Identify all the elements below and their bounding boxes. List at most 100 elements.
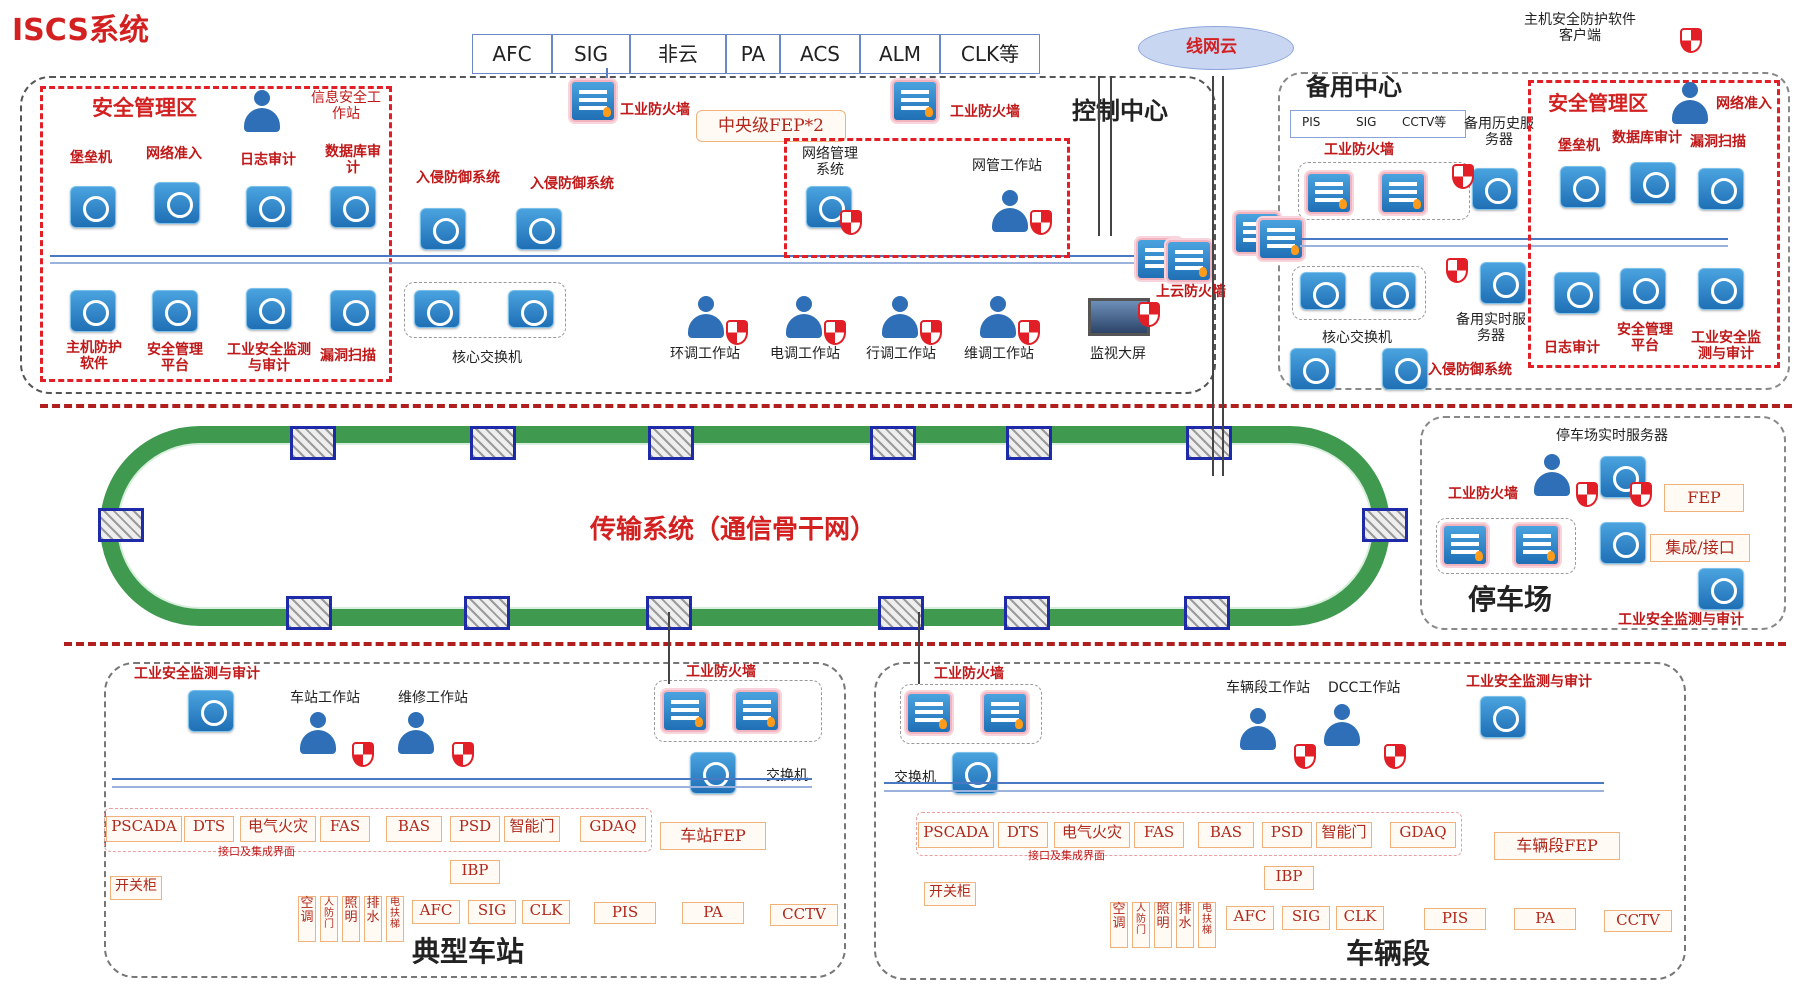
station-cctv[interactable]: CCTV bbox=[770, 904, 838, 926]
backup-ids-2-icon[interactable] bbox=[1382, 348, 1428, 390]
backup-hist-icon[interactable] bbox=[1472, 168, 1518, 210]
station-ibp[interactable]: IBP bbox=[450, 860, 500, 884]
vehicle-sub-door[interactable]: 智能门 bbox=[1316, 822, 1372, 848]
station-sub-pscada[interactable]: PSCADA bbox=[106, 816, 182, 842]
sec-platform-icon[interactable] bbox=[152, 290, 198, 332]
depot-fep[interactable]: FEP bbox=[1664, 484, 1744, 512]
station-clk[interactable]: CLK bbox=[522, 900, 570, 924]
vehicle-bas-light[interactable]: 照明 bbox=[1154, 902, 1172, 948]
vehicle-clk[interactable]: CLK bbox=[1336, 906, 1384, 930]
env-ws-icon[interactable] bbox=[684, 296, 730, 340]
backup-rt-icon[interactable] bbox=[1480, 262, 1526, 304]
vehicle-pa[interactable]: PA bbox=[1514, 908, 1576, 930]
station-sub-psd[interactable]: PSD bbox=[450, 816, 500, 842]
station-pis[interactable]: PIS bbox=[594, 902, 656, 924]
backup-core-2-icon[interactable] bbox=[1370, 272, 1416, 310]
vehicle-fep[interactable]: 车辆段FEP bbox=[1494, 832, 1620, 860]
transport-node[interactable] bbox=[290, 426, 336, 460]
firewall-2-icon[interactable] bbox=[892, 80, 938, 122]
station-fw-2-icon[interactable] bbox=[734, 690, 780, 732]
cloud-firewall-2-icon[interactable] bbox=[1166, 240, 1212, 282]
backup-vuln-icon[interactable] bbox=[1698, 168, 1744, 210]
vehicle-bas-drain[interactable]: 排水 bbox=[1176, 902, 1194, 948]
core-switch-1-icon[interactable] bbox=[414, 290, 460, 328]
depot-fw-2-icon[interactable] bbox=[1514, 524, 1560, 566]
station-sub-dts[interactable]: DTS bbox=[184, 816, 234, 842]
vehicle-cctv[interactable]: CCTV bbox=[1604, 910, 1672, 932]
transport-node[interactable] bbox=[870, 426, 916, 460]
vehicle-monitor-icon[interactable] bbox=[1480, 696, 1526, 738]
transport-node[interactable] bbox=[1362, 508, 1408, 542]
ids2-icon[interactable] bbox=[516, 208, 562, 250]
top-system-clk[interactable]: CLK等 bbox=[940, 34, 1040, 74]
vehicle-fw-2-icon[interactable] bbox=[982, 692, 1028, 734]
dispatch-ws-icon[interactable] bbox=[878, 296, 924, 340]
depot-switch-icon[interactable] bbox=[1600, 522, 1646, 564]
vehicle-bas-civil[interactable]: 人防门 bbox=[1132, 902, 1150, 948]
vehicle-sub-pscada[interactable]: PSCADA bbox=[918, 822, 994, 848]
backup-platform-icon[interactable] bbox=[1620, 268, 1666, 310]
station-bas-escalator[interactable]: 电扶梯 bbox=[386, 896, 404, 942]
backup-log-icon[interactable] bbox=[1554, 272, 1600, 314]
depot-integration[interactable]: 集成/接口 bbox=[1650, 534, 1750, 562]
vehicle-bas-ac[interactable]: 空调 bbox=[1110, 902, 1128, 948]
station-sub-fas[interactable]: FAS bbox=[320, 816, 370, 842]
host-protect-icon[interactable] bbox=[70, 290, 116, 332]
station-bas-drain[interactable]: 排水 bbox=[364, 896, 382, 942]
nms-workstation-icon[interactable] bbox=[988, 190, 1034, 234]
maint-ws-icon[interactable] bbox=[394, 712, 440, 756]
transport-node[interactable] bbox=[1006, 426, 1052, 460]
transport-node[interactable] bbox=[286, 596, 332, 630]
station-monitor-icon[interactable] bbox=[188, 690, 234, 732]
ids1-icon[interactable] bbox=[420, 208, 466, 250]
power-ws-icon[interactable] bbox=[782, 296, 828, 340]
station-sub-gdaq[interactable]: GDAQ bbox=[580, 816, 646, 842]
transport-node[interactable] bbox=[648, 426, 694, 460]
top-system-noncloud[interactable]: 非云 bbox=[630, 34, 726, 74]
station-sub-fire[interactable]: 电气火灾 bbox=[240, 816, 316, 842]
backup-monitor-icon[interactable] bbox=[1698, 268, 1744, 310]
backup-edge-fw-2-icon[interactable] bbox=[1258, 218, 1304, 260]
top-system-sig[interactable]: SIG bbox=[552, 34, 630, 74]
line-cloud[interactable] bbox=[1138, 26, 1294, 70]
vehicle-sub-fas[interactable]: FAS bbox=[1134, 822, 1184, 848]
station-sig[interactable]: SIG bbox=[468, 900, 516, 924]
backup-fortress-icon[interactable] bbox=[1560, 166, 1606, 208]
vehicle-sub-gdaq[interactable]: GDAQ bbox=[1390, 822, 1456, 848]
central-fep[interactable]: 中央级FEP*2 bbox=[696, 110, 846, 142]
transport-node[interactable] bbox=[1186, 426, 1232, 460]
top-system-pa[interactable]: PA bbox=[726, 34, 780, 74]
backup-fw-2-icon[interactable] bbox=[1380, 172, 1426, 214]
station-bas-light[interactable]: 照明 bbox=[342, 896, 360, 942]
dcc-ws-icon[interactable] bbox=[1320, 704, 1366, 748]
station-fep[interactable]: 车站FEP bbox=[660, 822, 766, 850]
vehicle-sig[interactable]: SIG bbox=[1282, 906, 1330, 930]
transport-node[interactable] bbox=[1004, 596, 1050, 630]
vehicle-afc[interactable]: AFC bbox=[1226, 906, 1274, 930]
backup-core-1-icon[interactable] bbox=[1300, 272, 1346, 310]
transport-node[interactable] bbox=[1184, 596, 1230, 630]
transport-node[interactable] bbox=[878, 596, 924, 630]
core-switch-2-icon[interactable] bbox=[508, 290, 554, 328]
top-system-afc[interactable]: AFC bbox=[472, 34, 552, 74]
db-audit-icon[interactable] bbox=[330, 186, 376, 228]
top-system-acs[interactable]: ACS bbox=[780, 34, 860, 74]
depot-fw-1-icon[interactable] bbox=[1442, 524, 1488, 566]
backup-nac-icon[interactable] bbox=[1668, 82, 1714, 126]
station-pa[interactable]: PA bbox=[682, 902, 744, 924]
vehicle-sub-bas[interactable]: BAS bbox=[1198, 822, 1254, 848]
depot-server-person-icon[interactable] bbox=[1530, 454, 1576, 498]
station-ws-icon[interactable] bbox=[296, 712, 342, 756]
transport-node[interactable] bbox=[470, 426, 516, 460]
station-sub-door[interactable]: 智能门 bbox=[504, 816, 560, 842]
vehicle-bas-escalator[interactable]: 电扶梯 bbox=[1198, 902, 1216, 948]
vehicle-switch-icon[interactable] bbox=[952, 752, 998, 794]
vehicle-sub-dts[interactable]: DTS bbox=[998, 822, 1048, 848]
log-audit-icon[interactable] bbox=[246, 186, 292, 228]
vehicle-ibp[interactable]: IBP bbox=[1264, 866, 1314, 890]
vehicle-sub-psd[interactable]: PSD bbox=[1262, 822, 1312, 848]
vehicle-ws-icon[interactable] bbox=[1236, 708, 1282, 752]
vehicle-switchgear[interactable]: 开关柜 bbox=[924, 882, 976, 906]
nac-icon[interactable] bbox=[154, 182, 200, 224]
vehicle-sub-fire[interactable]: 电气火灾 bbox=[1054, 822, 1130, 848]
